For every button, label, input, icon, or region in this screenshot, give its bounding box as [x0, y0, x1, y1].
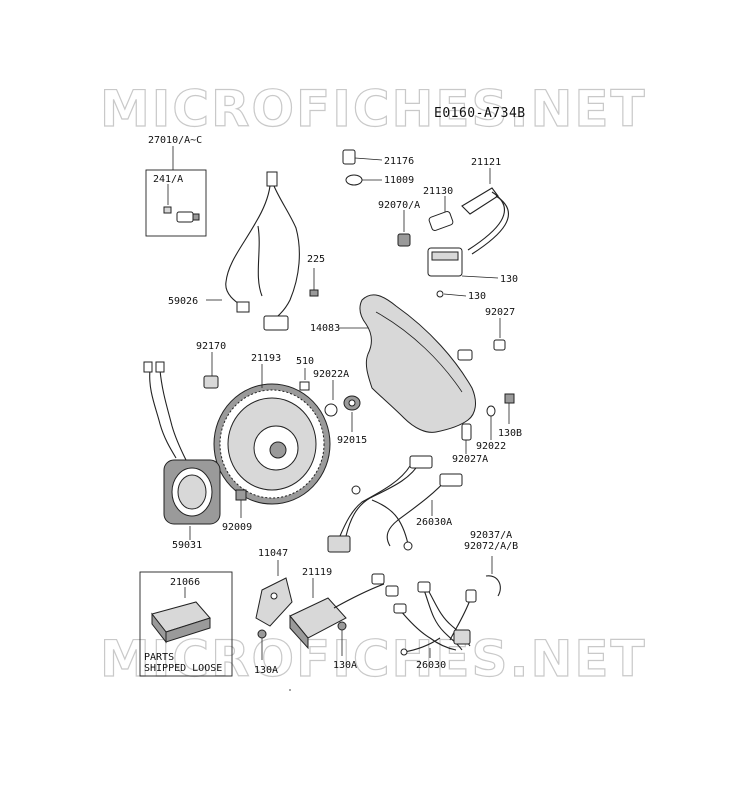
label-92170: 92170 — [196, 341, 226, 352]
label-59031: 59031 — [172, 540, 202, 551]
label-92022: 92022 — [476, 441, 506, 452]
label-225: 225 — [307, 254, 325, 265]
label-21119: 21119 — [302, 567, 332, 578]
part-bolt-130a-left — [257, 629, 267, 660]
label-92072: 92072/A/B — [464, 541, 518, 552]
label-26030a: 26030A — [416, 517, 452, 528]
label-27010: 27010/A~C — [148, 135, 202, 146]
label-130a-left: 130A — [254, 665, 278, 676]
label-241: 241/A — [153, 174, 183, 185]
part-fasteners-right — [461, 393, 515, 454]
label-21130: 21130 — [423, 186, 453, 197]
part-washer-92022a — [324, 380, 361, 432]
label-92027a: 92027A — [452, 454, 488, 465]
part-harness-26030 — [393, 581, 477, 658]
part-lead-wire-59026 — [206, 171, 319, 331]
label-59026: 59026 — [168, 296, 198, 307]
part-21066-box — [139, 571, 233, 677]
part-stator-59031 — [143, 361, 221, 540]
label-130-upper: 130 — [500, 274, 518, 285]
watermark-top: MICROFICHES.NET — [100, 80, 647, 138]
watermark-bottom: MICROFICHES.NET — [100, 630, 647, 688]
label-92022a: 92022A — [313, 369, 349, 380]
part-92170 — [203, 352, 219, 389]
part-switch-241 — [145, 146, 207, 237]
label-92027: 92027 — [485, 307, 515, 318]
part-flywheel-21193 — [213, 364, 331, 505]
part-cover-14083 — [338, 294, 476, 433]
label-14083: 14083 — [310, 323, 340, 334]
stray-dot — [289, 689, 291, 691]
part-ignition-coil-21121 — [397, 168, 510, 298]
part-spark-cap-21176 — [342, 149, 383, 186]
label-11009: 11009 — [384, 175, 414, 186]
diagram-code: E0160-A734B — [434, 106, 526, 121]
label-21176: 21176 — [384, 156, 414, 167]
part-92027 — [493, 318, 506, 351]
label-21066: 21066 — [170, 577, 200, 588]
label-92037: 92037/A — [470, 530, 512, 541]
label-11047: 11047 — [258, 548, 288, 559]
label-510: 510 — [296, 356, 314, 367]
part-510 — [299, 368, 310, 391]
part-bolt-92009 — [235, 489, 247, 518]
parts-note-line1: PARTS — [144, 652, 174, 663]
label-130-lower: 130 — [468, 291, 486, 302]
part-harness-26030a — [327, 455, 463, 553]
part-regulator-21119 — [289, 573, 399, 656]
label-92015: 92015 — [337, 435, 367, 446]
label-92009: 92009 — [222, 522, 252, 533]
parts-note-line2: SHIPPED LOOSE — [144, 663, 222, 674]
label-130b: 130B — [498, 428, 522, 439]
part-clamp-92037 — [485, 556, 501, 597]
label-26030: 26030 — [416, 660, 446, 671]
part-bracket-11047 — [255, 560, 293, 627]
label-21121: 21121 — [471, 157, 501, 168]
label-21193: 21193 — [251, 353, 281, 364]
label-92070: 92070/A — [378, 200, 420, 211]
label-130a-right: 130A — [333, 660, 357, 671]
